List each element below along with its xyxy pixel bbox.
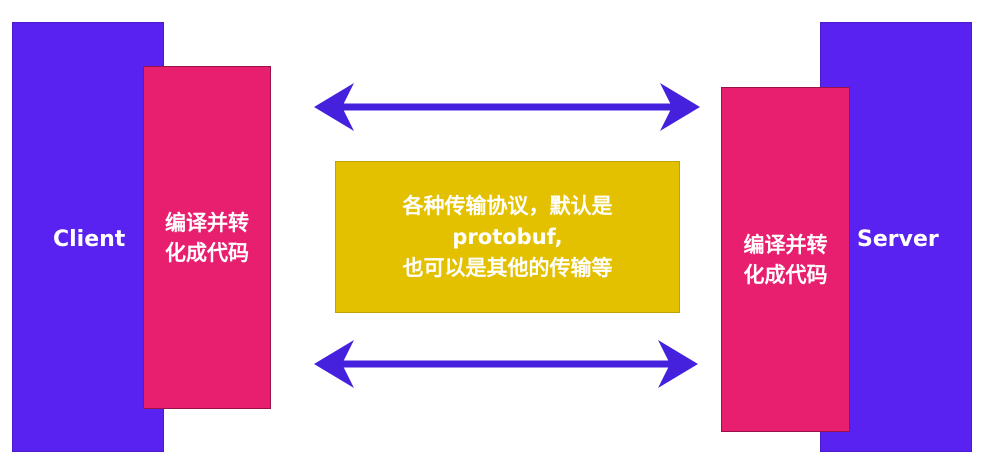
protocol-line3: 也可以是其他的传输等	[402, 255, 613, 280]
client-block: Client	[12, 22, 164, 452]
protocol-line1: 各种传输协议，默认是	[402, 193, 613, 218]
server-encoder-line2: 化成代码	[743, 262, 828, 287]
protocol-line2: protobuf,	[452, 224, 563, 249]
protocol-box: 各种传输协议，默认是 protobuf, 也可以是其他的传输等	[335, 161, 680, 313]
client-encoder-line1: 编译并转	[165, 210, 249, 235]
client-label: Client	[53, 227, 126, 252]
bottom-double-arrow-icon	[314, 340, 698, 388]
server-encoder-line1: 编译并转	[743, 232, 828, 257]
client-encoder-text: 编译并转 化成代码	[144, 208, 270, 268]
server-label: Server	[857, 227, 939, 252]
server-encoder-text: 编译并转 化成代码	[722, 230, 849, 290]
client-encoder-line2: 化成代码	[165, 240, 249, 265]
top-double-arrow-icon	[314, 83, 700, 131]
client-encoder-box: 编译并转 化成代码	[143, 66, 271, 409]
server-encoder-box: 编译并转 化成代码	[721, 87, 850, 432]
protocol-text: 各种传输协议，默认是 protobuf, 也可以是其他的传输等	[403, 191, 613, 284]
